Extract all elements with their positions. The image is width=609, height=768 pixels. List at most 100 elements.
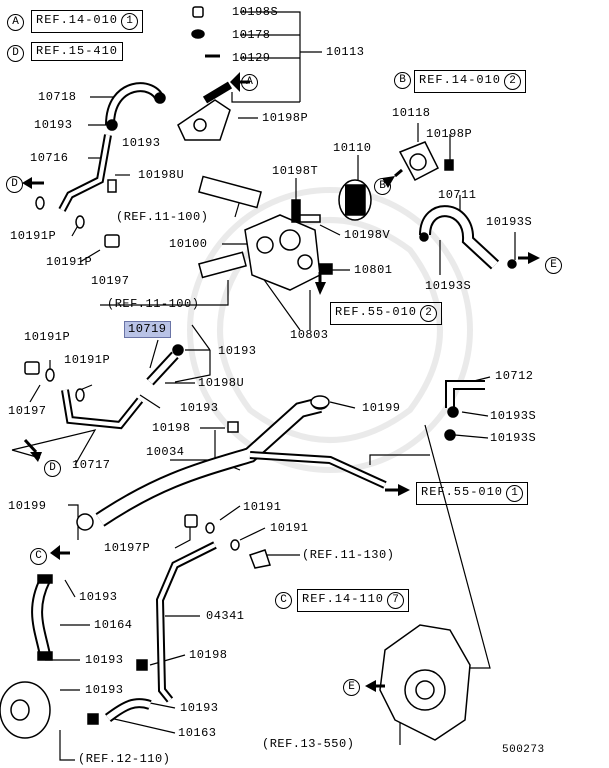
part-10198T[interactable]: 10198T — [272, 164, 319, 178]
watermark — [187, 187, 473, 473]
marker-E-bottom[interactable]: E — [343, 679, 360, 696]
part-10198U-b[interactable]: 10198U — [198, 376, 245, 390]
part-10718[interactable]: 10718 — [38, 90, 77, 104]
part-10199-b[interactable]: 10199 — [8, 499, 47, 513]
o-ring-10199 — [310, 395, 330, 409]
bolt-10197P — [184, 514, 198, 528]
part-10191P-d[interactable]: 10191P — [64, 353, 111, 367]
bolt-10198T — [291, 199, 301, 223]
leader-10191-a — [219, 505, 241, 521]
part-10711[interactable]: 10711 — [438, 188, 477, 202]
part-10191P-c[interactable]: 10191P — [24, 330, 71, 344]
leader-10197-b — [29, 384, 41, 403]
part-10110[interactable]: 10110 — [333, 141, 372, 155]
part-10198S[interactable]: 10198S — [232, 5, 279, 19]
marker-E-top[interactable]: E — [545, 257, 562, 274]
leader-10193-e — [64, 579, 76, 598]
part-10197-b[interactable]: 10197 — [8, 404, 47, 418]
bolt-10198S — [192, 6, 204, 18]
arrow-to-A — [230, 72, 240, 92]
part-10191P-a[interactable]: 10191P — [10, 229, 57, 243]
part-10100[interactable]: 10100 — [169, 237, 208, 251]
marker-B[interactable]: B — [374, 178, 391, 195]
part-10193S-c[interactable]: 10193S — [490, 409, 537, 423]
part-10191-a[interactable]: 10191 — [243, 500, 282, 514]
part-10197-a[interactable]: 10197 — [91, 274, 130, 288]
part-10178[interactable]: 10178 — [232, 28, 271, 42]
part-10193-c[interactable]: 10193 — [218, 344, 257, 358]
ref-11-100-b[interactable]: (REF.11-100) — [107, 297, 200, 311]
part-10716[interactable]: 10716 — [30, 151, 69, 165]
ref-text: REF.14-110 — [302, 592, 385, 606]
part-10199-a[interactable]: 10199 — [362, 401, 401, 415]
diagram-id: 500273 — [502, 744, 545, 756]
part-10198-b[interactable]: 10198 — [189, 648, 228, 662]
arrow-to-C — [50, 545, 60, 560]
part-10191-b[interactable]: 10191 — [270, 521, 309, 535]
marker-D-mid[interactable]: D — [44, 460, 61, 477]
part-10164[interactable]: 10164 — [94, 618, 133, 632]
part-10193S-d[interactable]: 10193S — [490, 431, 537, 445]
ref-text: REF.55-010 — [421, 485, 504, 499]
clamp-10193-b — [154, 92, 166, 104]
marker-D-top[interactable]: D — [6, 176, 23, 193]
part-10193-f[interactable]: 10193 — [85, 653, 124, 667]
part-10163[interactable]: 10163 — [178, 726, 217, 740]
part-10712[interactable]: 10712 — [495, 369, 534, 383]
leader-10199 — [329, 401, 356, 409]
legend-ref-d[interactable]: REF.15-410 — [31, 42, 124, 61]
part-04341[interactable]: 04341 — [206, 609, 245, 623]
part-10191P-b[interactable]: 10191P — [46, 255, 93, 269]
sensor-ref11-130 — [249, 549, 271, 569]
gasket-10191-a — [205, 522, 215, 534]
part-10113[interactable]: 10113 — [326, 45, 365, 59]
part-10198P-b[interactable]: 10198P — [426, 127, 473, 141]
part-10193-h[interactable]: 10193 — [180, 701, 219, 715]
marker-A[interactable]: A — [241, 74, 258, 91]
leader-10198V — [319, 224, 341, 236]
ref-11-100-a[interactable]: (REF.11-100) — [116, 210, 209, 224]
leader-10193-d — [139, 394, 161, 409]
part-10801[interactable]: 10801 — [354, 263, 393, 277]
legend-letter-b: B — [394, 72, 411, 89]
legend-letter-c: C — [275, 592, 292, 609]
part-10803[interactable]: 10803 — [290, 328, 329, 342]
ref-circle-num: 2 — [420, 305, 438, 322]
part-10193-b[interactable]: 10193 — [122, 136, 161, 150]
ref-circle-num: 2 — [504, 73, 522, 90]
ref-text: REF.15-410 — [36, 44, 119, 58]
ref-circle-num: 7 — [387, 592, 405, 609]
part-10717[interactable]: 10717 — [72, 458, 111, 472]
leader-10193-c — [174, 349, 211, 383]
part-10193-a[interactable]: 10193 — [34, 118, 73, 132]
ref-circle-num: 1 — [121, 13, 139, 30]
arrow-to-E-bottom — [365, 680, 376, 692]
part-10193-e[interactable]: 10193 — [79, 590, 118, 604]
ref-text: REF.55-010 — [335, 305, 418, 319]
part-10198U-a[interactable]: 10198U — [138, 168, 185, 182]
ref-13-550[interactable]: (REF.13-550) — [262, 737, 355, 751]
part-10198V[interactable]: 10198V — [344, 228, 391, 242]
ref-12-110[interactable]: (REF.12-110) — [78, 752, 171, 766]
part-10034[interactable]: 10034 — [146, 445, 185, 459]
ref-text: REF.14-010 — [419, 73, 502, 87]
part-10198-a[interactable]: 10198 — [152, 421, 191, 435]
part-10193-g[interactable]: 10193 — [85, 683, 124, 697]
part-10118[interactable]: 10118 — [392, 106, 431, 120]
part-10193-d[interactable]: 10193 — [180, 401, 219, 415]
part-10198P-a[interactable]: 10198P — [262, 111, 309, 125]
ref-11-130[interactable]: (REF.11-130) — [302, 548, 395, 562]
part-10719-highlighted[interactable]: 10719 — [124, 321, 171, 338]
part-10193S-b[interactable]: 10193S — [425, 279, 472, 293]
part-10129[interactable]: 10129 — [232, 51, 271, 65]
part-10197P[interactable]: 10197P — [104, 541, 151, 555]
part-10193S-a[interactable]: 10193S — [486, 215, 533, 229]
leader-10719 — [149, 324, 211, 369]
marker-C[interactable]: C — [30, 548, 47, 565]
